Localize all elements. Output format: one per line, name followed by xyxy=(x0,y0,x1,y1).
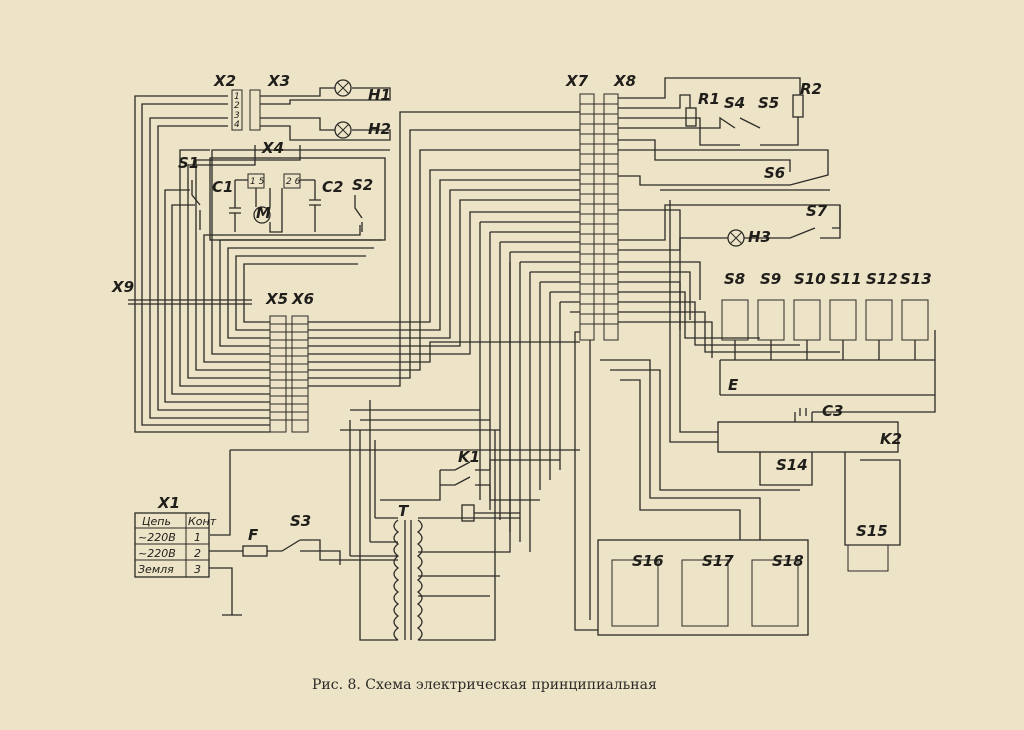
label-s6: S6 xyxy=(764,164,785,182)
label-s11: S11 xyxy=(830,270,862,288)
label-f: F xyxy=(248,526,259,544)
x1-row1-circuit: ~220В xyxy=(138,531,176,544)
bottom-harness xyxy=(574,331,809,636)
label-s7: S7 xyxy=(806,202,828,220)
x1-row3-circuit: Земля xyxy=(138,563,174,576)
label-s14: S14 xyxy=(776,456,808,474)
label-s9: S9 xyxy=(760,270,781,288)
relay-k1 xyxy=(380,459,560,522)
switch-s15 xyxy=(847,544,889,572)
x1-row2-contact: 2 xyxy=(194,547,201,560)
switch-s16 xyxy=(611,559,659,627)
label-s13: S13 xyxy=(900,270,932,288)
label-c1: C1 xyxy=(212,178,233,196)
label-h1: H1 xyxy=(368,86,391,104)
top-right-controls xyxy=(618,77,830,191)
x1-header-circuit: Цепь xyxy=(142,515,171,528)
motor-block: 1 5 2 6 xyxy=(191,157,386,241)
label-c3: C3 xyxy=(822,402,843,420)
switch-s18 xyxy=(751,559,799,627)
x1-row1-contact: 1 xyxy=(194,531,201,544)
label-s8: S8 xyxy=(724,270,745,288)
label-h2: H2 xyxy=(368,120,391,138)
label-x5: X5 xyxy=(265,290,288,308)
label-m: M xyxy=(256,204,271,222)
x1-row3-contact: 3 xyxy=(194,563,201,576)
label-x8: X8 xyxy=(613,72,636,90)
label-s4: S4 xyxy=(724,94,745,112)
svg-text:4: 4 xyxy=(234,120,240,130)
figure-caption: Рис. 8. Схема электрическая принципиальн… xyxy=(312,677,657,693)
svg-text:3: 3 xyxy=(234,111,240,121)
lamp-h3-s7 xyxy=(618,204,841,251)
switch-s17 xyxy=(681,559,729,627)
label-k2: K2 xyxy=(880,430,902,448)
label-x6: X6 xyxy=(291,290,314,308)
x9-bus xyxy=(128,299,252,305)
label-t: T xyxy=(398,502,410,520)
svg-text:2 6: 2 6 xyxy=(286,177,301,187)
label-s12: S12 xyxy=(866,270,898,288)
label-s17: S17 xyxy=(702,552,734,570)
label-r2: R2 xyxy=(800,80,822,98)
label-s2: S2 xyxy=(352,176,373,194)
label-x9: X9 xyxy=(111,278,134,296)
label-h3: H3 xyxy=(748,228,771,246)
label-s5: S5 xyxy=(758,94,779,112)
relay-k2 xyxy=(618,200,936,546)
lamp-h2 xyxy=(334,121,352,139)
label-s1: S1 xyxy=(178,154,199,172)
label-r1: R1 xyxy=(698,90,720,108)
label-x3: X3 xyxy=(267,72,290,90)
label-k1: K1 xyxy=(458,448,480,466)
label-x7: X7 xyxy=(565,72,589,90)
connector-x7-x8 xyxy=(340,93,619,552)
label-x2: X2 xyxy=(213,72,236,90)
label-c2: C2 xyxy=(322,178,343,196)
transformer-t xyxy=(349,262,520,641)
connector-x2-x3: 12 34 xyxy=(231,87,391,141)
svg-text:1 5: 1 5 xyxy=(250,177,265,187)
label-s16: S16 xyxy=(632,552,664,570)
switch-s3 xyxy=(210,449,580,565)
label-x4: X4 xyxy=(261,139,284,157)
svg-text:1: 1 xyxy=(234,92,240,102)
label-s15: S15 xyxy=(856,522,888,540)
x1-row2-circuit: ~220В xyxy=(138,547,176,560)
label-e: E xyxy=(728,376,739,394)
component-labels: X2 X3 H1 H2 X4 S1 C1 M C2 S2 X9 X5 X6 X7… xyxy=(111,72,932,570)
lamp-h1 xyxy=(334,79,352,97)
x1-header-contact: Конт xyxy=(188,515,217,528)
label-s3: S3 xyxy=(290,512,311,530)
x1-terminal-table: Цепь Конт ~220В 1 ~220В 2 Земля 3 xyxy=(134,512,243,616)
connector-x5-x6 xyxy=(269,111,580,433)
label-s18: S18 xyxy=(772,552,804,570)
fuse-f xyxy=(242,545,268,557)
label-s10: S10 xyxy=(794,270,826,288)
svg-text:2: 2 xyxy=(234,101,240,111)
label-x1: X1 xyxy=(157,494,180,512)
